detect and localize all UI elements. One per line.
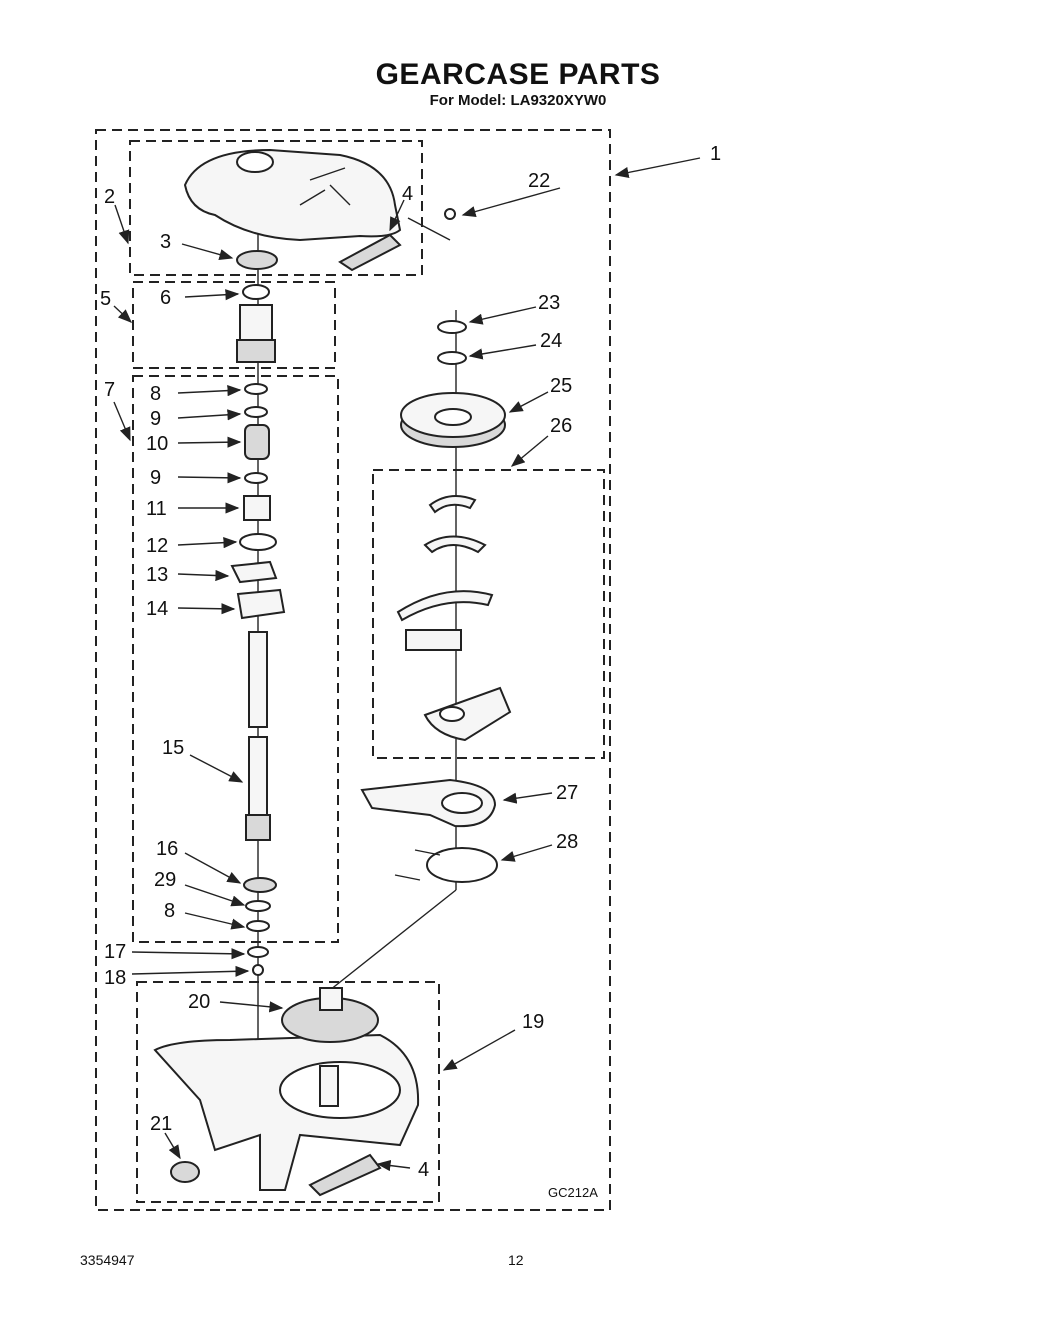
- cam-part-13: [230, 560, 278, 584]
- callout-21: 21: [150, 1113, 172, 1135]
- callout-23: 23: [538, 292, 560, 314]
- document-number: 3354947: [80, 1252, 135, 1268]
- callout-16: 16: [156, 838, 178, 860]
- callout-9-lower: 9: [150, 467, 161, 489]
- group-box-1: [95, 129, 611, 1211]
- drive-gear-part-25: [400, 392, 506, 448]
- callout-2: 2: [104, 186, 115, 208]
- washer-part-23: [437, 320, 467, 334]
- washer-part-9: [244, 406, 268, 418]
- grease-part-4b: [308, 1153, 382, 1197]
- model-subtitle: For Model: LA9320XYW0: [429, 92, 607, 109]
- washer-part-29: [245, 900, 271, 912]
- callout-15: 15: [162, 737, 184, 759]
- page-title: GEARCASE PARTS: [375, 58, 661, 91]
- cam-part-14: [236, 588, 286, 620]
- brake-cam-part-27: [360, 778, 497, 828]
- callout-6: 6: [160, 287, 171, 309]
- seal-part-16: [243, 877, 277, 893]
- callout-17: 17: [104, 941, 126, 963]
- callout-7: 7: [104, 379, 115, 401]
- callout-29: 29: [154, 869, 176, 891]
- shaft-part-15-upper: [248, 631, 268, 728]
- page-number: 12: [508, 1252, 524, 1268]
- callout-27: 27: [556, 782, 578, 804]
- callout-20: 20: [188, 991, 210, 1013]
- washer-part-9b: [244, 472, 268, 484]
- callout-8-top: 8: [150, 383, 161, 405]
- group-box-2: [129, 140, 423, 276]
- callout-28: 28: [556, 831, 578, 853]
- callout-19: 19: [522, 1011, 544, 1033]
- callout-24: 24: [540, 330, 562, 352]
- callout-13: 13: [146, 564, 168, 586]
- gearcase-cover: [183, 148, 402, 272]
- seal-part-21: [170, 1161, 200, 1183]
- ring-part-12: [239, 533, 277, 551]
- callout-11: 11: [146, 498, 167, 520]
- screw-part-22: [444, 208, 456, 220]
- washer-part-24: [437, 351, 467, 365]
- seal-part-3: [236, 250, 278, 270]
- gearcase-housing-part-19: [153, 1033, 420, 1191]
- spring-part-10: [244, 424, 270, 460]
- group-box-5: [132, 281, 336, 369]
- callout-5: 5: [100, 288, 111, 310]
- callout-4-top: 4: [402, 183, 413, 205]
- shaft-gear-part-5: [236, 339, 276, 363]
- callout-8-lower: 8: [164, 900, 175, 922]
- callout-1: 1: [710, 143, 721, 165]
- drawing-code: GC212A: [548, 1185, 598, 1200]
- group-box-26: [372, 469, 605, 759]
- callout-25: 25: [550, 375, 572, 397]
- connector-line: [329, 889, 457, 991]
- shift-assembly-part-26: [396, 495, 512, 742]
- callout-10: 10: [146, 433, 168, 455]
- group-box-19: [136, 981, 440, 1203]
- group-box-7: [132, 375, 339, 943]
- shaft-gear-part-15: [245, 814, 271, 841]
- callout-12: 12: [146, 535, 168, 557]
- callout-18: 18: [104, 967, 126, 989]
- gear-part-11: [243, 495, 271, 521]
- callout-26: 26: [550, 415, 572, 437]
- washer-part-17: [247, 946, 269, 958]
- ball-part-18: [252, 964, 264, 976]
- spring-part-28: [394, 847, 498, 883]
- callout-3: 3: [160, 231, 171, 253]
- drive-pinion-part-20: [281, 987, 379, 1043]
- bearing-part-6: [242, 284, 270, 300]
- clip-part-8b: [246, 920, 270, 932]
- clip-part-8: [244, 383, 268, 395]
- callout-9-top: 9: [150, 408, 161, 430]
- callout-22: 22: [528, 170, 550, 192]
- callout-4-bottom: 4: [418, 1159, 429, 1181]
- leader-lines: [113, 157, 701, 1172]
- callout-14: 14: [146, 598, 168, 620]
